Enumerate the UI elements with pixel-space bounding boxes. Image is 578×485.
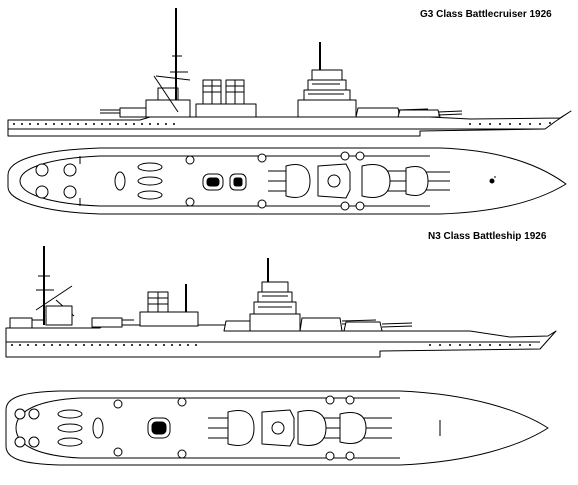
- n3-plan-view: [5, 390, 549, 466]
- g3-hull-side: [7, 110, 572, 137]
- g3-class-title: G3 Class Battlecruiser 1926: [420, 9, 552, 20]
- g3-portholes: [13, 122, 551, 125]
- g3-side-profile: [7, 8, 572, 137]
- n3-side-profile: [5, 246, 557, 358]
- n3-boats: [57, 409, 104, 447]
- n3-bridge-tower: [249, 258, 301, 332]
- n3-turret-a: [343, 321, 383, 332]
- g3-aft-guns: [35, 156, 81, 206]
- n3-turret-b: [299, 317, 343, 332]
- g3-bridge-tower: [297, 42, 357, 118]
- n3-aft-guns: [14, 408, 40, 448]
- g3-aft-turret: [119, 107, 147, 118]
- g3-turret-b: [355, 107, 401, 118]
- g3-main-turrets: [268, 163, 450, 199]
- n3-portholes: [11, 344, 531, 346]
- g3-boats: [114, 162, 163, 200]
- n3-class-title: N3 Class Battleship 1926: [428, 231, 547, 242]
- g3-turret-a: [397, 109, 441, 118]
- n3-main-turrets: [208, 409, 392, 447]
- n3-hull-side: [5, 324, 557, 358]
- g3-plan-view: [7, 147, 567, 215]
